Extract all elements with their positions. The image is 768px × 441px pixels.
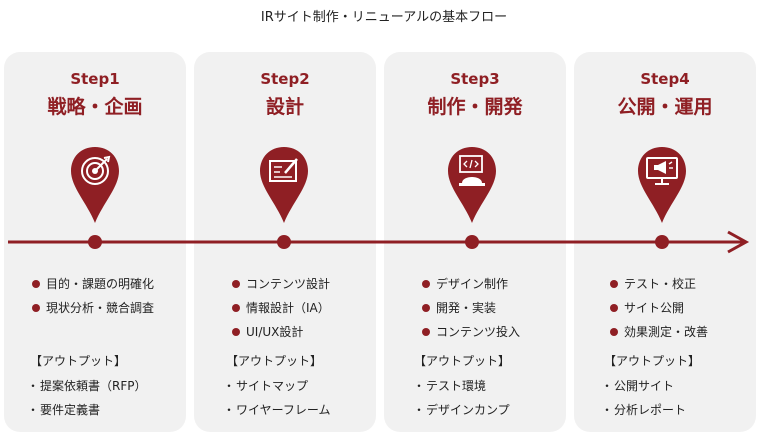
monitor-announcement-icon — [638, 147, 686, 223]
output-heading-2: 【アウトプット】 — [226, 354, 323, 368]
step-title-2: 設計 — [265, 96, 304, 118]
list-item: ・デザインカンプ — [412, 403, 510, 417]
list-item: ・サイトマップ — [222, 379, 309, 393]
list-item: ・テスト環境 — [412, 379, 487, 393]
list-item: ・ワイヤーフレーム — [222, 403, 331, 417]
list-item: ・提案依頼書（RFP） — [26, 379, 147, 393]
list-item: UI/UX設計 — [232, 320, 330, 344]
list-item: テスト・校正 — [610, 272, 708, 296]
output-list-1: ・提案依頼書（RFP） ・要件定義書 — [26, 374, 147, 422]
step-label-4: Step4 — [640, 70, 690, 88]
list-item: 目的・課題の明確化 — [32, 272, 154, 296]
step-label-3: Step3 — [450, 70, 500, 88]
list-item: 情報設計（IA） — [232, 296, 330, 320]
list-item: コンテンツ投入 — [422, 320, 520, 344]
output-heading-1: 【アウトプット】 — [30, 354, 127, 368]
list-item: 現状分析・競合調査 — [32, 296, 154, 320]
step-title-1: 戦略・企画 — [47, 96, 143, 118]
bullet-list-1: 目的・課題の明確化 現状分析・競合調査 — [32, 272, 154, 320]
list-item: サイト公開 — [610, 296, 708, 320]
list-item: 開発・実装 — [422, 296, 520, 320]
list-item: ・分析レポート — [600, 403, 687, 417]
output-list-2: ・サイトマップ ・ワイヤーフレーム — [222, 374, 331, 422]
bullet-list-2: コンテンツ設計 情報設計（IA） UI/UX設計 — [232, 272, 330, 344]
list-item: ・要件定義書 — [26, 403, 101, 417]
list-item: ・公開サイト — [600, 379, 675, 393]
bullet-list-4: テスト・校正 サイト公開 効果測定・改善 — [610, 272, 708, 344]
list-item: コンテンツ設計 — [232, 272, 330, 296]
step-title-3: 制作・開発 — [427, 96, 523, 118]
development-icon — [448, 147, 496, 223]
page-title: IRサイト制作・リニューアルの基本フロー — [260, 10, 508, 25]
output-heading-3: 【アウトプット】 — [414, 354, 511, 368]
output-list-3: ・テスト環境 ・デザインカンプ — [412, 374, 510, 422]
step-label-2: Step2 — [260, 70, 310, 88]
step-label-1: Step1 — [70, 70, 120, 88]
output-heading-4: 【アウトプット】 — [604, 354, 701, 368]
target-icon — [71, 147, 119, 223]
bullet-list-3: デザイン制作 開発・実装 コンテンツ投入 — [422, 272, 520, 344]
list-item: 効果測定・改善 — [610, 320, 708, 344]
blueprint-icon — [260, 147, 308, 223]
step-title-4: 公開・運用 — [617, 96, 713, 118]
output-list-4: ・公開サイト ・分析レポート — [600, 374, 686, 422]
list-item: デザイン制作 — [422, 272, 520, 296]
